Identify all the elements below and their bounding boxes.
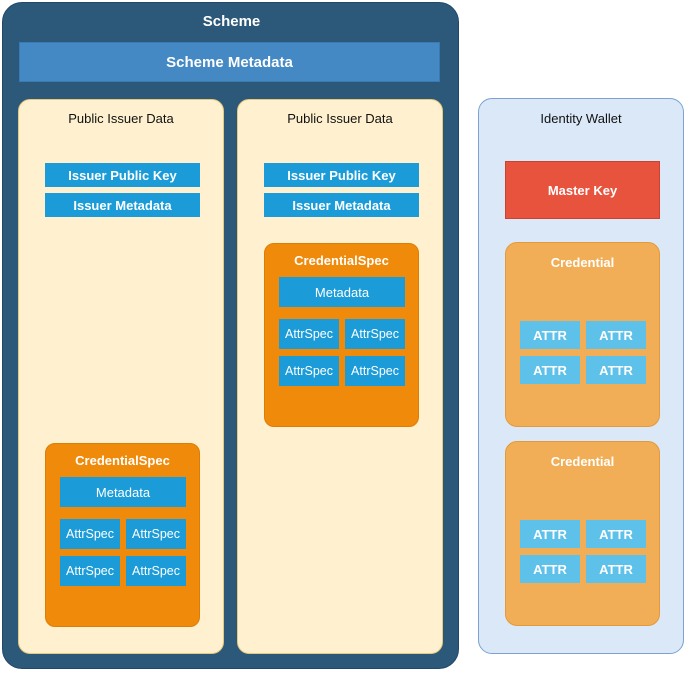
public-issuer-data-box-2: Public Issuer Data Issuer Public Key Iss… bbox=[237, 99, 443, 654]
issuer-public-key-box: Issuer Public Key bbox=[264, 163, 419, 187]
credential-spec-title: CredentialSpec bbox=[294, 253, 389, 268]
attr-box: ATTR bbox=[586, 321, 646, 349]
attr-spec-box: AttrSpec bbox=[279, 356, 339, 386]
attr-spec-box: AttrSpec bbox=[279, 319, 339, 349]
credential-spec-metadata-box: Metadata bbox=[60, 477, 186, 507]
attr-box: ATTR bbox=[586, 555, 646, 583]
identity-wallet-container: Identity Wallet Master Key Credential AT… bbox=[478, 98, 684, 654]
issuer-title: Public Issuer Data bbox=[287, 111, 393, 126]
attr-spec-box: AttrSpec bbox=[60, 519, 120, 549]
credential-box-1: Credential ATTR ATTR ATTR ATTR bbox=[505, 242, 660, 427]
scheme-metadata-box: Scheme Metadata bbox=[19, 42, 440, 82]
issuer-metadata-box: Issuer Metadata bbox=[264, 193, 419, 217]
credential-title: Credential bbox=[550, 454, 615, 469]
master-key-box: Master Key bbox=[505, 161, 660, 219]
credential-spec-title: CredentialSpec bbox=[75, 453, 170, 468]
issuer-public-key-box: Issuer Public Key bbox=[45, 163, 200, 187]
attr-box: ATTR bbox=[520, 555, 580, 583]
credential-title: Credential bbox=[550, 255, 615, 270]
wallet-title: Identity Wallet bbox=[540, 111, 622, 126]
attr-spec-box: AttrSpec bbox=[126, 519, 186, 549]
credential-box-2: Credential ATTR ATTR ATTR ATTR bbox=[505, 441, 660, 626]
public-issuer-data-box-1: Public Issuer Data Issuer Public Key Iss… bbox=[18, 99, 224, 654]
credential-spec-box: CredentialSpec Metadata AttrSpec AttrSpe… bbox=[264, 243, 419, 427]
attr-spec-box: AttrSpec bbox=[345, 319, 405, 349]
scheme-container: Scheme Scheme Metadata Public Issuer Dat… bbox=[2, 2, 459, 669]
attr-box: ATTR bbox=[520, 321, 580, 349]
credential-spec-box: CredentialSpec Metadata AttrSpec AttrSpe… bbox=[45, 443, 200, 627]
issuer-title: Public Issuer Data bbox=[68, 111, 174, 126]
attr-spec-box: AttrSpec bbox=[345, 356, 405, 386]
attr-spec-box: AttrSpec bbox=[60, 556, 120, 586]
scheme-title: Scheme bbox=[202, 13, 261, 30]
attr-box: ATTR bbox=[586, 520, 646, 548]
attr-box: ATTR bbox=[586, 356, 646, 384]
attr-spec-box: AttrSpec bbox=[126, 556, 186, 586]
attr-box: ATTR bbox=[520, 356, 580, 384]
issuer-metadata-box: Issuer Metadata bbox=[45, 193, 200, 217]
credential-spec-metadata-box: Metadata bbox=[279, 277, 405, 307]
attr-box: ATTR bbox=[520, 520, 580, 548]
